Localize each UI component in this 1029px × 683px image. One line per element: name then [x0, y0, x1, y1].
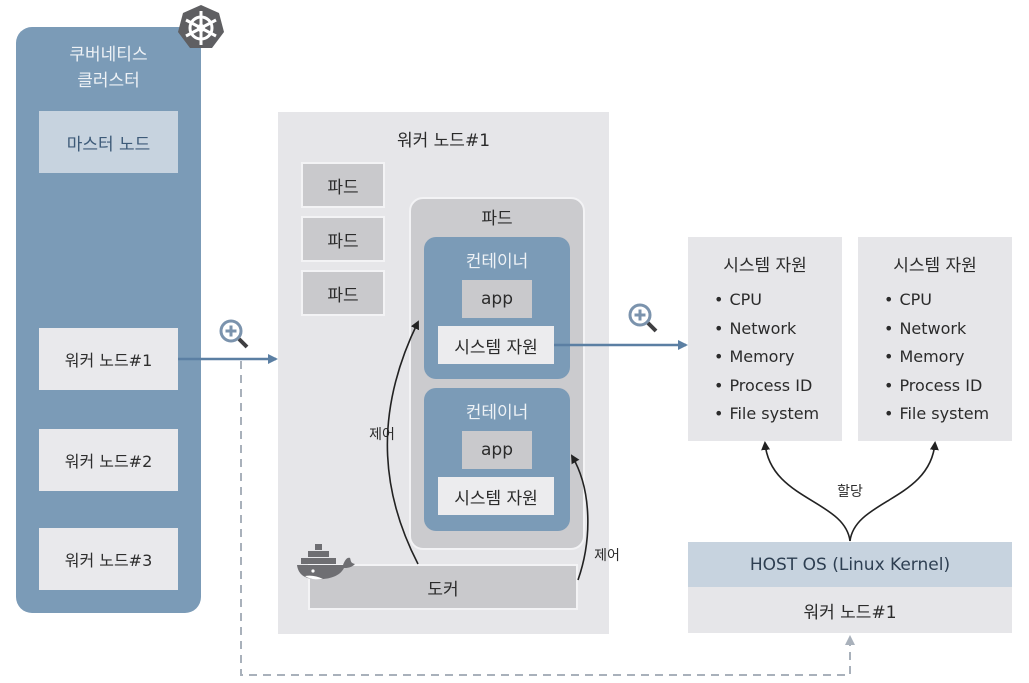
system-resource-title: 시스템 자원 [893, 256, 977, 276]
control-label-right: 제어 [594, 548, 620, 564]
cluster-title-line2: 클러스터 [77, 71, 140, 91]
resource-item: CPU [714, 286, 842, 315]
worker-panel-title: 워커 노드#1 [396, 130, 491, 151]
resource-item: Network [884, 315, 1012, 344]
resource-item: File system [884, 400, 1012, 429]
pod-title: 파드 [481, 208, 513, 229]
resource-item: File system [714, 400, 842, 429]
resource-item: Process ID [884, 372, 1012, 401]
pod-box[interactable]: 파드 [301, 162, 385, 208]
host-os-bar[interactable]: HOST OS (Linux Kernel) [688, 542, 1012, 587]
resource-item: CPU [884, 286, 1012, 315]
host-worker-node[interactable]: 워커 노드#1 [688, 587, 1012, 633]
container-2-title: 컨테이너 [465, 402, 529, 423]
container-1-title: 컨테이너 [465, 251, 529, 272]
system-resource-list: CPU Network Memory Process ID File syste… [688, 286, 842, 429]
system-resource-box-1: 시스템 자원 CPU Network Memory Process ID Fil… [688, 237, 842, 441]
cluster-title-line1: 쿠버네티스 [69, 45, 148, 65]
zoom-in-icon[interactable] [218, 318, 250, 350]
container-1-system-resource[interactable]: 시스템 자원 [438, 326, 554, 364]
resource-item: Memory [714, 343, 842, 372]
worker-node-2[interactable]: 워커 노드#2 [39, 429, 178, 491]
container-2-system-resource[interactable]: 시스템 자원 [438, 477, 554, 515]
resource-item: Memory [884, 343, 1012, 372]
control-label-left: 제어 [369, 427, 395, 443]
allocation-label: 할당 [837, 484, 863, 500]
worker-node-1[interactable]: 워커 노드#1 [39, 328, 178, 390]
zoom-in-icon[interactable] [627, 302, 659, 334]
cluster-title: 쿠버네티스 클러스터 [16, 38, 201, 98]
system-resource-title: 시스템 자원 [723, 256, 807, 276]
docker-whale-icon [295, 542, 357, 582]
pod-box[interactable]: 파드 [301, 270, 385, 316]
pod-box[interactable]: 파드 [301, 216, 385, 262]
container-2-app[interactable]: app [462, 431, 532, 469]
resource-item: Network [714, 315, 842, 344]
system-resource-box-2: 시스템 자원 CPU Network Memory Process ID Fil… [858, 237, 1012, 441]
kubernetes-helm-icon [176, 3, 226, 53]
master-node[interactable]: 마스터 노드 [39, 111, 178, 173]
resource-item: Process ID [714, 372, 842, 401]
system-resource-list: CPU Network Memory Process ID File syste… [858, 286, 1012, 429]
worker-node-3[interactable]: 워커 노드#3 [39, 528, 178, 590]
container-1-app[interactable]: app [462, 280, 532, 318]
